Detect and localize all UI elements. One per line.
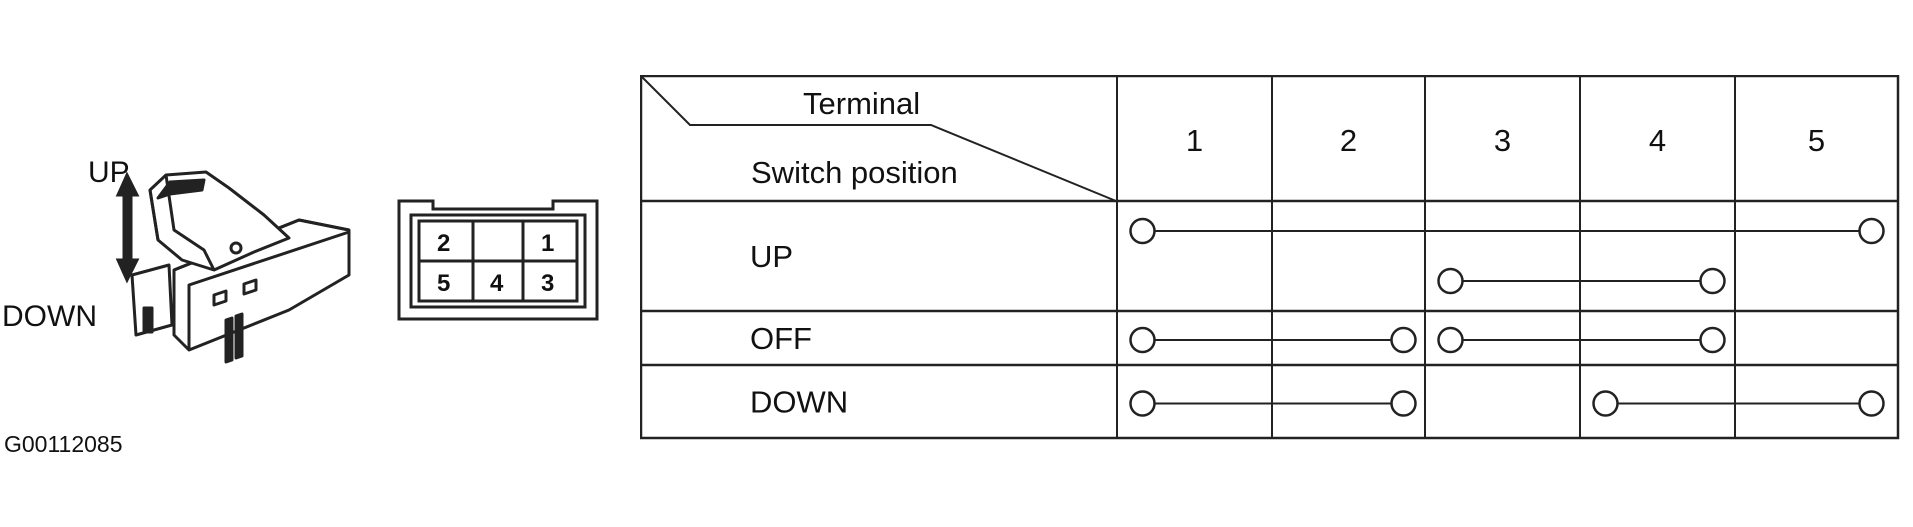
connection-down-4-5 (1592, 390, 1885, 417)
switch-body-icon (130, 170, 351, 364)
terminal-header-5: 5 (1808, 123, 1825, 158)
pin-label-3: 3 (541, 270, 554, 297)
connector-inner-frame (409, 213, 587, 309)
terminal-dot (1699, 326, 1726, 354)
connection-off-3-4 (1437, 326, 1726, 354)
terminal-dot (1858, 390, 1885, 417)
connector-pinout: 2 1 5 4 3 (397, 199, 599, 321)
pin-label-2: 2 (437, 230, 450, 257)
pin-label-4: 4 (490, 270, 504, 297)
header-switch-position: Switch position (751, 155, 958, 190)
terminal-dot (1390, 390, 1417, 417)
terminal-dot (1592, 390, 1619, 417)
terminal-dot (1390, 326, 1417, 354)
terminal-dot (1437, 267, 1464, 295)
header-terminal: Terminal (803, 86, 920, 121)
up-down-arrow-icon (115, 171, 140, 284)
terminal-header-2: 2 (1340, 123, 1357, 158)
terminal-header-1: 1 (1186, 123, 1203, 158)
window-switch-illustration (115, 170, 351, 364)
continuity-table: Terminal Switch position 1 2 3 4 5 UP OFF DOWN (640, 75, 1900, 440)
pin-label-1: 1 (541, 230, 554, 257)
connection-off-1-2 (1129, 326, 1417, 354)
pin-label-5: 5 (437, 270, 450, 297)
down-label: DOWN (2, 300, 97, 333)
row-label-off: OFF (750, 321, 812, 356)
connection-up-3-4 (1437, 267, 1726, 295)
row-label-up: UP (750, 239, 793, 274)
connection-down-1-2 (1129, 390, 1417, 417)
terminal-dot (1437, 326, 1464, 354)
terminal-header-4: 4 (1649, 123, 1666, 158)
connection-up-1-5 (1129, 217, 1885, 245)
header-diagonal (640, 75, 1117, 202)
terminal-dot (1129, 326, 1156, 354)
table-grid (640, 75, 1900, 440)
terminal-dot (1699, 267, 1726, 295)
terminal-dot (1129, 217, 1156, 245)
figure-id: G00112085 (4, 431, 123, 457)
terminal-dot (1129, 390, 1156, 417)
terminal-header-3: 3 (1494, 123, 1511, 158)
terminal-dot (1858, 217, 1885, 245)
row-label-down: DOWN (750, 385, 848, 420)
connector-outer-shell (397, 199, 599, 321)
